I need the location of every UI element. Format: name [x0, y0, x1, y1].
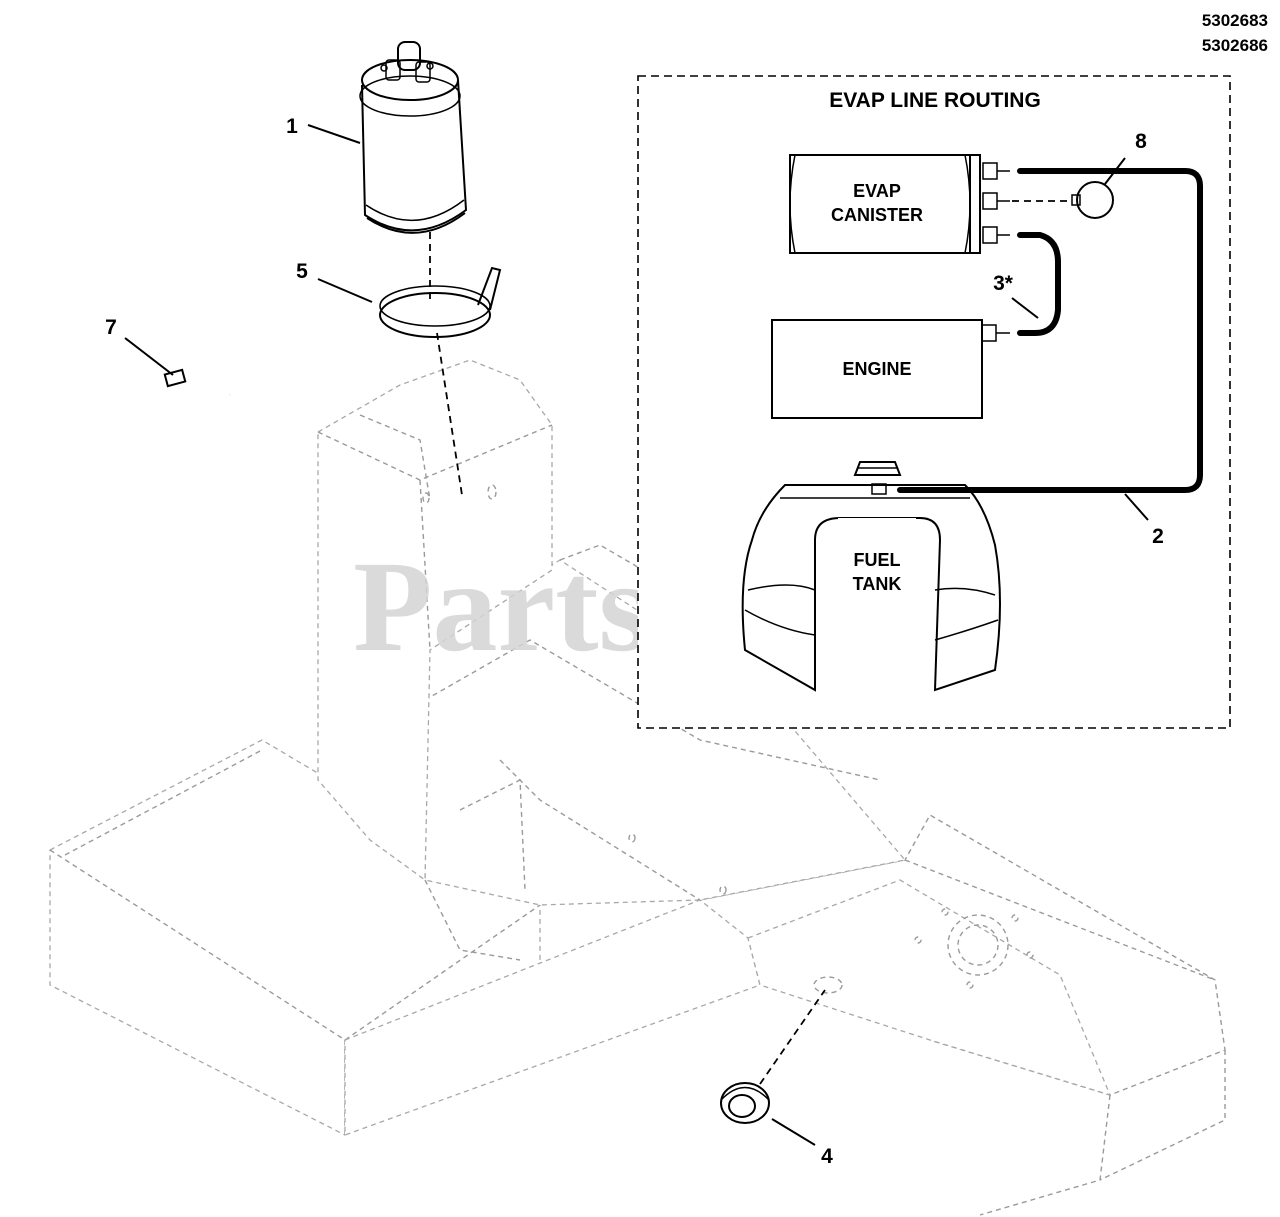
inset-title: EVAP LINE ROUTING	[829, 89, 1041, 112]
evap-canister-part	[359, 41, 468, 234]
inset-fuel-tank: FUEL TANK	[741, 461, 1001, 692]
inset-evap-canister: EVAP CANISTER	[789, 154, 1010, 254]
callout-2: 2	[1152, 525, 1164, 548]
callout-3: 3*	[993, 272, 1014, 295]
callout-5: 5	[296, 260, 308, 283]
hose-canister-to-tank	[897, 168, 1203, 493]
inset-tank-label-2: TANK	[853, 574, 902, 594]
part-number-2: 5302686	[1202, 36, 1268, 55]
inset-canister-label-2: CANISTER	[831, 205, 923, 225]
grommet-part	[720, 1082, 770, 1124]
grommet-dashline	[759, 989, 826, 1085]
strap-to-frame-dashline	[436, 332, 463, 496]
inset-tank-label-1: FUEL	[854, 550, 901, 570]
evap-routing-inset: EVAP LINE ROUTING EVAP CANISTER ENGINE	[637, 75, 1231, 729]
callout-8: 8	[1135, 130, 1147, 153]
part-number-1: 5302683	[1202, 11, 1268, 30]
hose-canister-to-engine	[1017, 232, 1061, 336]
callout-4: 4	[821, 1145, 833, 1168]
leader-lines	[124, 124, 816, 1146]
inset-engine-label: ENGINE	[842, 359, 911, 379]
inset-canister-label-1: EVAP	[853, 181, 901, 201]
inset-engine: ENGINE	[771, 319, 1010, 419]
inset-vent-filter	[1071, 181, 1114, 219]
callout-1: 1	[286, 115, 298, 138]
mower-frame-phantom	[49, 359, 1226, 1216]
canister-strap-part	[379, 266, 502, 338]
callout-7: 7	[105, 316, 117, 339]
cable-tie-part	[163, 368, 231, 407]
